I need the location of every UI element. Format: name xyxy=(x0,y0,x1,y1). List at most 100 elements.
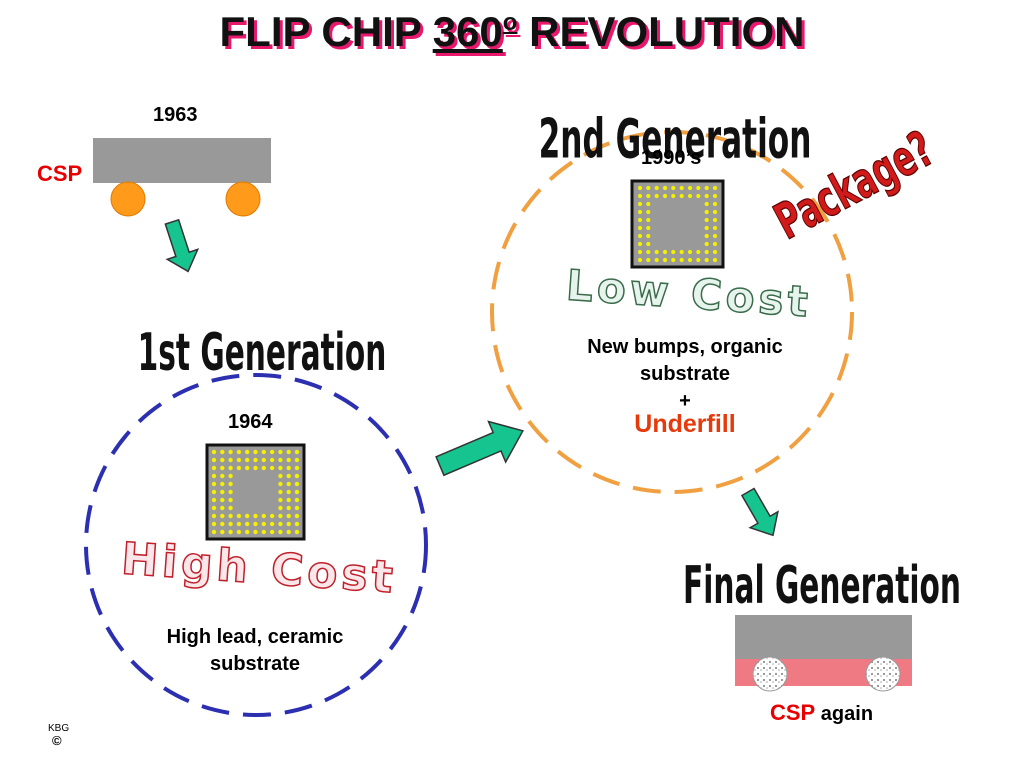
solder-bump-dot xyxy=(294,449,300,455)
final-gen-caption: CSP again xyxy=(770,700,873,726)
final-gen-bump-left xyxy=(752,656,788,692)
arrow-to-first-gen xyxy=(164,218,200,273)
solder-bump-dot xyxy=(220,489,225,495)
csp-origin-label: CSP xyxy=(37,161,83,186)
solder-bump-dot xyxy=(269,513,275,519)
solder-bump-dot xyxy=(662,257,668,263)
title-part1: FLIP CHIP xyxy=(219,8,433,55)
solder-bump-dot xyxy=(253,457,258,463)
copyright-symbol: © xyxy=(52,733,62,748)
solder-bump-dot xyxy=(654,193,659,199)
second-gen-chip xyxy=(630,179,725,269)
solder-bump-dot xyxy=(261,513,266,519)
solder-bump-dot xyxy=(278,489,283,495)
solder-bump-dot xyxy=(269,529,275,535)
solder-bump-dot xyxy=(662,193,668,199)
solder-bump-dot xyxy=(286,521,291,527)
solder-bump-dot xyxy=(712,241,718,247)
solder-bump-dot xyxy=(696,193,701,199)
degree-symbol: o xyxy=(502,9,518,36)
solder-bump-dot xyxy=(294,489,300,495)
solder-bump-dot xyxy=(679,249,684,255)
solder-bump-dot xyxy=(269,521,275,527)
solder-bump-dot xyxy=(211,449,217,455)
solder-bump-dot xyxy=(637,201,643,207)
final-gen-heading: Final Generation xyxy=(683,555,961,615)
solder-bump-dot xyxy=(294,457,300,463)
solder-bump-dot xyxy=(712,233,718,239)
solder-bump-dot xyxy=(278,497,283,503)
solder-bump-dot xyxy=(269,465,275,471)
solder-bump-dot xyxy=(679,257,684,263)
csp-1963-bump-left xyxy=(110,181,146,217)
second-gen-description-line2: substrate xyxy=(639,363,731,385)
solder-bump-dot xyxy=(654,249,659,255)
solder-bump-dot xyxy=(712,225,718,231)
solder-bump-dot xyxy=(704,257,709,263)
solder-bump-dot xyxy=(211,497,217,503)
solder-bump-dot xyxy=(220,505,225,511)
solder-bump-dot xyxy=(236,513,242,519)
solder-bump-dot xyxy=(637,209,643,215)
first-gen-chip xyxy=(205,443,306,541)
solder-bump-dot xyxy=(654,257,659,263)
solder-bump-dot xyxy=(228,529,233,535)
solder-bump-dot xyxy=(712,201,718,207)
solder-bump-dot xyxy=(253,465,258,471)
solder-bump-dot xyxy=(294,505,300,511)
solder-bump-dot xyxy=(712,193,718,199)
solder-bump-dot xyxy=(261,465,266,471)
first-gen-description-line1: High lead, ceramic xyxy=(166,626,344,648)
solder-bump-dot xyxy=(278,481,283,487)
solder-bump-dot xyxy=(261,521,266,527)
first-gen-description: High lead, ceramic substrate xyxy=(130,624,380,678)
solder-bump-dot xyxy=(269,457,275,463)
solder-bump-dot xyxy=(236,465,242,471)
solder-bump-dot xyxy=(671,257,676,263)
solder-bump-dot xyxy=(211,521,217,527)
solder-bump-dot xyxy=(278,529,283,535)
solder-bump-dot xyxy=(253,449,258,455)
solder-bump-dot xyxy=(286,489,291,495)
solder-bump-dot xyxy=(687,193,693,199)
solder-bump-dot xyxy=(220,513,225,519)
csp-1963-bump-right xyxy=(225,181,261,217)
solder-bump-dot xyxy=(278,449,283,455)
solder-bump-dot xyxy=(294,481,300,487)
low-cost-wordart: Low Cost xyxy=(565,261,814,327)
solder-bump-dot xyxy=(261,529,266,535)
solder-bump-dot xyxy=(245,457,250,463)
solder-bump-dot xyxy=(696,185,701,191)
solder-bump-dot xyxy=(245,449,250,455)
solder-bump-dot xyxy=(646,241,651,247)
slide-title: FLIP CHIP 360o REVOLUTION xyxy=(0,8,1024,56)
solder-bump-dot xyxy=(236,521,242,527)
solder-bump-dot xyxy=(261,457,266,463)
solder-bump-dot xyxy=(637,217,643,223)
solder-bump-dot xyxy=(211,529,217,535)
solder-bump-dot xyxy=(220,529,225,535)
solder-bump-dot xyxy=(220,449,225,455)
solder-bump-dot xyxy=(211,465,217,471)
solder-bump-dot xyxy=(211,481,217,487)
solder-bump-dot xyxy=(228,513,233,519)
solder-bump-dot xyxy=(220,521,225,527)
solder-bump-dot xyxy=(637,193,643,199)
solder-bump-dot xyxy=(294,529,300,535)
solder-bump-dot xyxy=(228,497,233,503)
solder-bump-dot xyxy=(245,521,250,527)
final-gen-die xyxy=(735,615,912,659)
solder-bump-dot xyxy=(278,457,283,463)
solder-bump-dot xyxy=(286,529,291,535)
solder-bump-dot xyxy=(278,505,283,511)
second-gen-chip-dots xyxy=(637,185,718,263)
solder-bump-dot xyxy=(687,249,693,255)
solder-bump-dot xyxy=(236,449,242,455)
solder-bump-dot xyxy=(253,529,258,535)
solder-bump-dot xyxy=(646,193,651,199)
solder-bump-dot xyxy=(220,465,225,471)
second-gen-plus: + xyxy=(679,390,691,412)
second-gen-description: New bumps, organic substrate + xyxy=(555,334,815,415)
solder-bump-dot xyxy=(646,217,651,223)
solder-bump-dot xyxy=(662,185,668,191)
